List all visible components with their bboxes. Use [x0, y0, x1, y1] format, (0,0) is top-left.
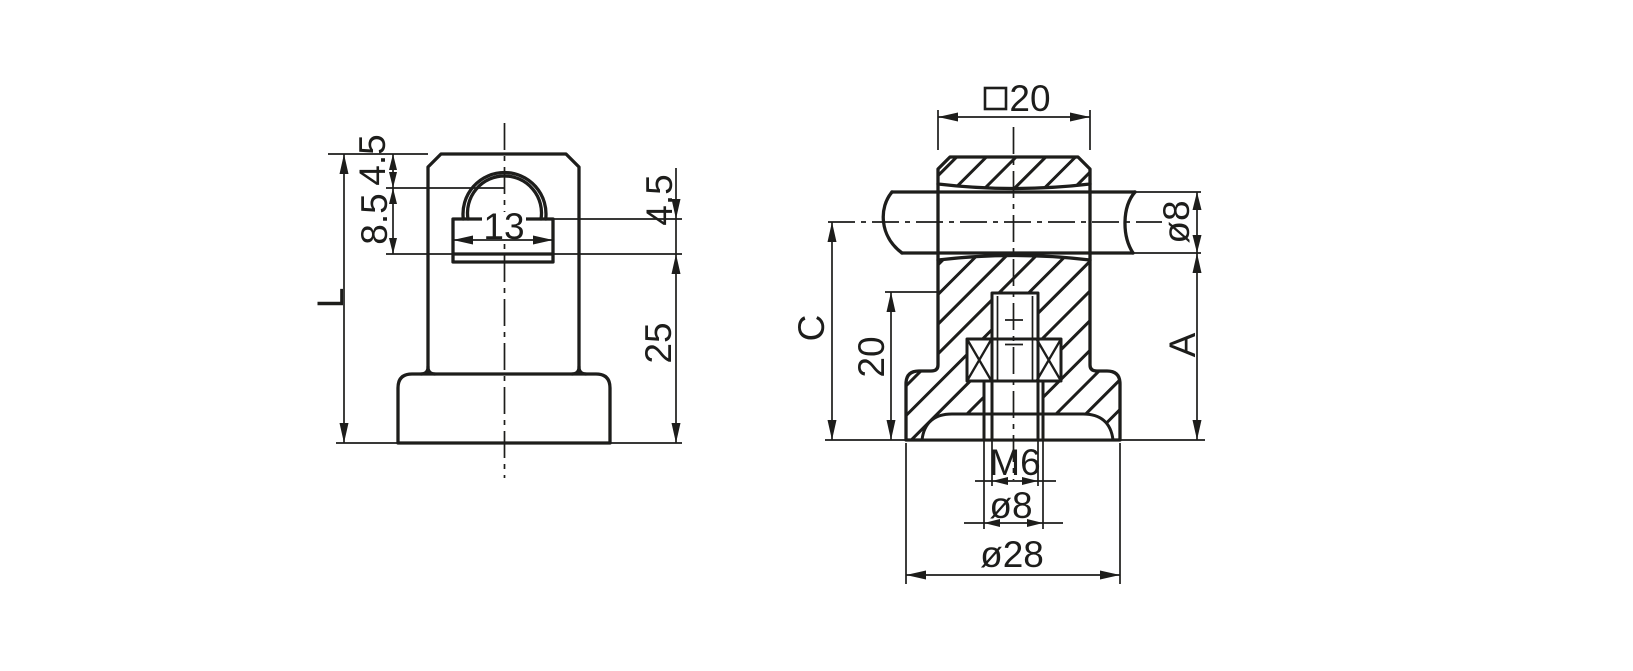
dim-slot-width-mask — [482, 212, 526, 239]
dim-center-height: C — [791, 315, 832, 342]
dim-slot-depth: 8.5 — [354, 193, 395, 244]
dimension-arrows — [339, 112, 1202, 580]
dim-base-height: 25 — [638, 322, 679, 363]
front-arch-inner — [465, 174, 544, 221]
section-view: 20 ø8 C 20 A M6 ø8 ø28 — [791, 78, 1205, 584]
front-view: 4.5 8.5 L 13 4.5 25 — [310, 123, 682, 478]
insert-x-marks — [966, 338, 1062, 382]
dim-body-height: A — [1162, 332, 1203, 357]
section-centerlines — [828, 127, 1162, 480]
front-base-outline — [396, 372, 612, 445]
dim-thread-depth: 20 — [851, 336, 892, 377]
dim-clearance-hole: ø8 — [989, 485, 1032, 526]
dim-base-diameter: ø28 — [980, 534, 1044, 575]
square-symbol-icon — [983, 86, 1008, 111]
dim-overall-length: L — [310, 288, 351, 309]
dim-slot-width: 13 — [483, 206, 524, 247]
dim-square-width: 20 — [1009, 78, 1050, 119]
front-body-outline — [426, 152, 581, 369]
dim-rod-diameter: ø8 — [1156, 200, 1197, 243]
section-extension-lines — [825, 110, 1205, 584]
dim-top-offset: 4.5 — [352, 134, 393, 185]
dim-thread-size: M6 — [989, 442, 1040, 483]
thread-minor-lines — [996, 296, 1034, 381]
front-arch-outer — [461, 170, 548, 221]
front-base-fillets — [419, 365, 588, 376]
front-outline — [396, 152, 612, 445]
